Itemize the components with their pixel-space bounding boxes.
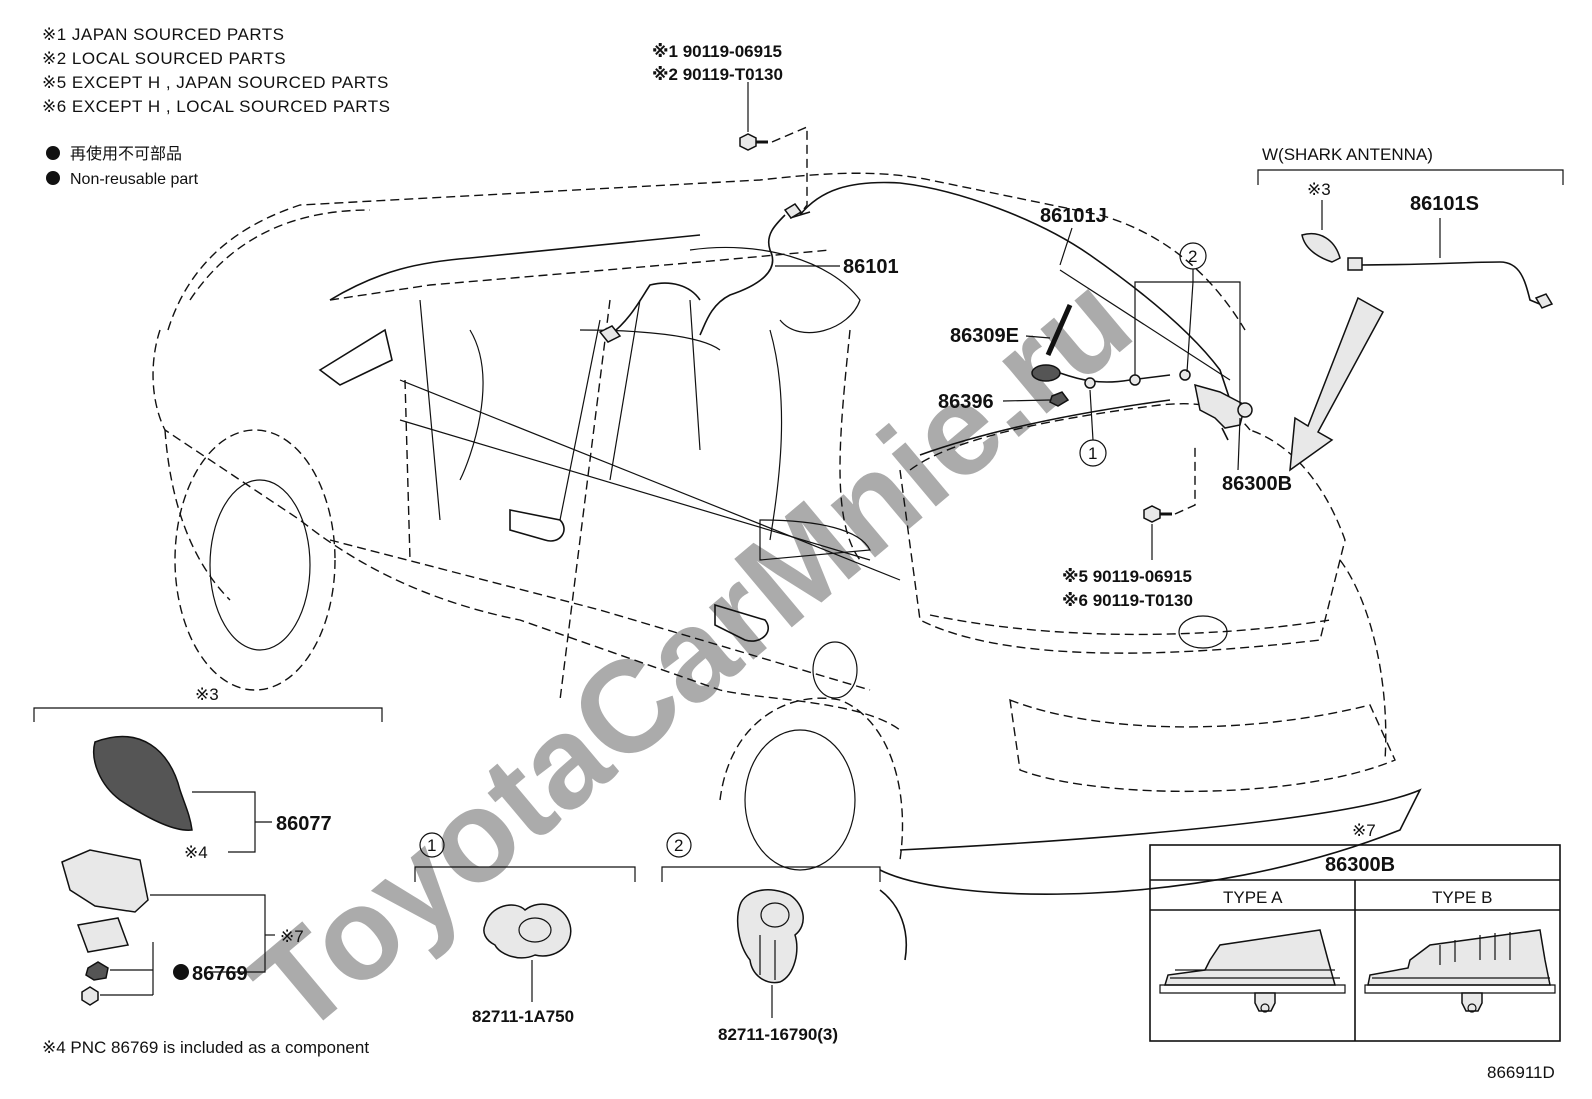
label-82711-16790: 82711-16790(3) bbox=[718, 1025, 838, 1044]
non-reusable-dot-icon bbox=[173, 964, 189, 980]
bolt-bottom-label-2: ※6 90119-T0130 bbox=[1062, 591, 1193, 610]
antenna-cord-86101J bbox=[799, 181, 1231, 401]
inset-clip1-marker: 1 bbox=[427, 836, 436, 855]
type-a-label: TYPE A bbox=[1223, 888, 1283, 907]
type-b-amplifier bbox=[1364, 929, 1556, 1013]
label-86396: 86396 bbox=[938, 391, 994, 413]
shark-antenna-header: W(SHARK ANTENNA) bbox=[1262, 145, 1433, 164]
non-reusable-dot-icon bbox=[46, 171, 60, 185]
inset-clip-1: 1 82711-1A750 bbox=[414, 832, 636, 1026]
bolt-top-label-2: ※2 90119-T0130 bbox=[652, 65, 783, 84]
nut bbox=[85, 961, 109, 981]
antenna-cord-86101 bbox=[598, 203, 811, 343]
clip-82711-1A750 bbox=[483, 903, 572, 959]
inset-shark-antenna-parts: ※3 86077 ※4 ※7 86769 bbox=[33, 685, 383, 1006]
inset4-ref: ※4 bbox=[184, 843, 208, 862]
type-box-title: 86300B bbox=[1325, 854, 1395, 876]
rod-antenna-assembly bbox=[1031, 303, 1253, 441]
label-86309E: 86309E bbox=[950, 325, 1019, 347]
part-callouts: 86101J 86101 86309E 86396 86300B 1 2 bbox=[775, 205, 1292, 495]
clip-82711-16790 bbox=[737, 889, 804, 984]
type-b-label: TYPE B bbox=[1432, 888, 1492, 907]
type-comparison-box: ※7 86300B TYPE A TYPE B bbox=[1149, 821, 1561, 1042]
sourcing-notes: ※1 JAPAN SOURCED PARTS ※2 LOCAL SOURCED … bbox=[42, 25, 390, 116]
inset-clip-2: 2 82711-16790(3) bbox=[661, 832, 881, 1044]
shark-fin-small bbox=[1301, 233, 1341, 263]
label-86101: 86101 bbox=[843, 256, 899, 278]
type-box-ref: ※7 bbox=[1352, 821, 1376, 840]
legend-ja: 再使用不可部品 bbox=[70, 145, 182, 163]
clip-marker-2-text: 2 bbox=[1188, 247, 1197, 266]
label-86300B: 86300B bbox=[1222, 473, 1292, 495]
bolt-bottom-label-1: ※5 90119-06915 bbox=[1062, 567, 1192, 586]
type-a-amplifier bbox=[1159, 929, 1346, 1013]
rod-antenna-86309E bbox=[1045, 303, 1073, 357]
clip-marker-1-text: 1 bbox=[1088, 444, 1097, 463]
note-5: ※5 EXCEPT H , JAPAN SOURCED PARTS bbox=[42, 73, 389, 92]
bolt-top: ※1 90119-06915 ※2 90119-T0130 bbox=[652, 42, 808, 215]
label-82711-1A750: 82711-1A750 bbox=[472, 1007, 574, 1026]
amplifier-86300B bbox=[1194, 383, 1246, 429]
bolt-top-label-1: ※1 90119-06915 bbox=[652, 42, 782, 61]
shark-note-ref: ※3 bbox=[1307, 180, 1331, 199]
inset7-ref: ※7 bbox=[280, 927, 304, 946]
shark-fin-cover-86077 bbox=[93, 735, 193, 831]
label-86077: 86077 bbox=[276, 813, 332, 835]
note-2: ※2 LOCAL SOURCED PARTS bbox=[42, 49, 286, 68]
watermark: ToyotaCarMnie.ru bbox=[224, 245, 1157, 1061]
nut-86396 bbox=[1049, 391, 1070, 407]
note-1: ※1 JAPAN SOURCED PARTS bbox=[42, 25, 285, 44]
label-86101J: 86101J bbox=[1040, 205, 1107, 227]
inset-clip2-marker: 2 bbox=[674, 836, 683, 855]
antenna-module bbox=[61, 849, 149, 913]
bolt bbox=[81, 986, 99, 1006]
gasket bbox=[76, 917, 130, 953]
diagram-id: 866911D bbox=[1487, 1063, 1555, 1082]
shark-antenna-variant: W(SHARK ANTENNA) ※3 86101S bbox=[1257, 145, 1564, 472]
legend: 再使用不可部品 Non-reusable part bbox=[46, 145, 199, 188]
bolt-bottom: ※5 90119-06915 ※6 90119-T0130 bbox=[1062, 445, 1196, 610]
footnote: ※4 PNC 86769 is included as a component bbox=[42, 1038, 369, 1057]
label-86769: 86769 bbox=[192, 963, 248, 985]
antenna-base bbox=[1031, 364, 1061, 382]
legend-en: Non-reusable part bbox=[70, 171, 199, 188]
inset3-ref: ※3 bbox=[195, 685, 219, 704]
label-86101S: 86101S bbox=[1410, 193, 1479, 215]
non-reusable-dot-icon bbox=[46, 146, 60, 160]
note-6: ※6 EXCEPT H , LOCAL SOURCED PARTS bbox=[42, 97, 390, 116]
